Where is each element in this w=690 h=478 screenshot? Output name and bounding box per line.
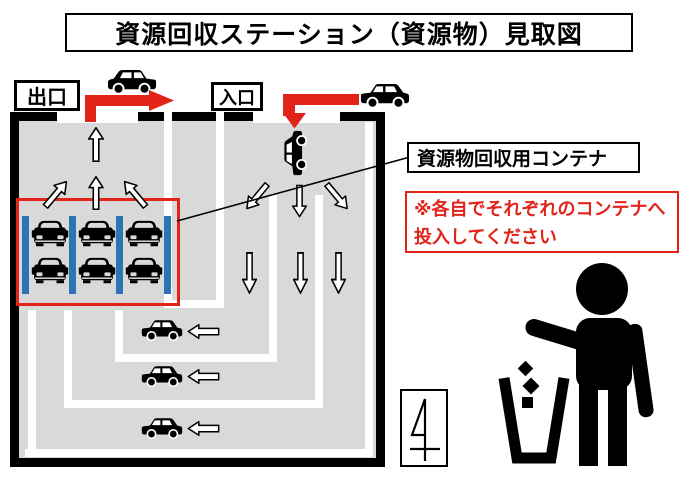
exit-gate-opening	[57, 109, 138, 123]
container-divider	[22, 216, 29, 294]
lane-line	[64, 310, 72, 408]
lane-line	[164, 300, 224, 308]
down-arrow-icon	[242, 252, 257, 294]
left-arrow-icon	[187, 324, 220, 339]
lane-line	[269, 195, 277, 362]
lane-line	[28, 310, 36, 457]
lane-line	[365, 122, 373, 457]
left-arrow-icon	[187, 369, 220, 384]
car-side-icon	[360, 82, 410, 109]
lane-line	[164, 112, 172, 308]
down-arrow-icon	[331, 252, 346, 294]
container-callout-label: 資源物回収用コンテナ	[407, 142, 640, 173]
instruction-note-line2: 投入してください	[414, 226, 557, 247]
car-side-icon	[141, 318, 183, 347]
red-entry-arrow-icon	[283, 92, 359, 134]
container-divider	[116, 216, 123, 294]
car-side-icon	[141, 416, 183, 445]
container-callout-text: 資源物回収用コンテナ	[417, 149, 608, 170]
entrance-gate-label: 入口	[211, 82, 263, 111]
page-title: 資源回収ステーション（資源物）見取図	[65, 13, 633, 52]
lane-line	[64, 400, 323, 408]
red-exit-arrow-icon	[85, 90, 175, 127]
callout-line	[175, 152, 412, 229]
exit-gate-label: 出口	[14, 80, 80, 111]
car-front-icon	[78, 256, 116, 289]
container-zone-outline	[16, 198, 180, 306]
car-front-icon	[31, 256, 69, 289]
instruction-note: ※各自でそれぞれのコンテナへ 投入してください	[405, 191, 679, 253]
instruction-note-line1: ※各自でそれぞれのコンテナへ	[414, 199, 666, 219]
page-title-text: 資源回収ステーション（資源物）見取図	[115, 20, 583, 49]
car-front-icon	[78, 219, 116, 252]
lane-line	[315, 195, 323, 408]
lane-line	[115, 354, 277, 362]
exit-label-text: 出口	[27, 87, 67, 109]
car-front-icon	[125, 219, 163, 252]
lane-line	[25, 449, 373, 457]
container-divider	[69, 216, 76, 294]
lane-line	[115, 310, 123, 362]
pole-symbol-icon	[400, 389, 448, 467]
car-front-icon	[125, 256, 163, 289]
car-front-icon	[31, 219, 69, 252]
up-arrow-icon	[88, 176, 104, 210]
down-arrow-icon	[293, 252, 308, 294]
left-arrow-icon	[187, 421, 220, 436]
litter-disposal-icon	[494, 262, 686, 473]
car-side-icon	[141, 364, 183, 393]
container-divider	[164, 216, 171, 294]
entrance-label-text: 入口	[219, 87, 255, 108]
up-arrow-icon	[88, 127, 104, 162]
